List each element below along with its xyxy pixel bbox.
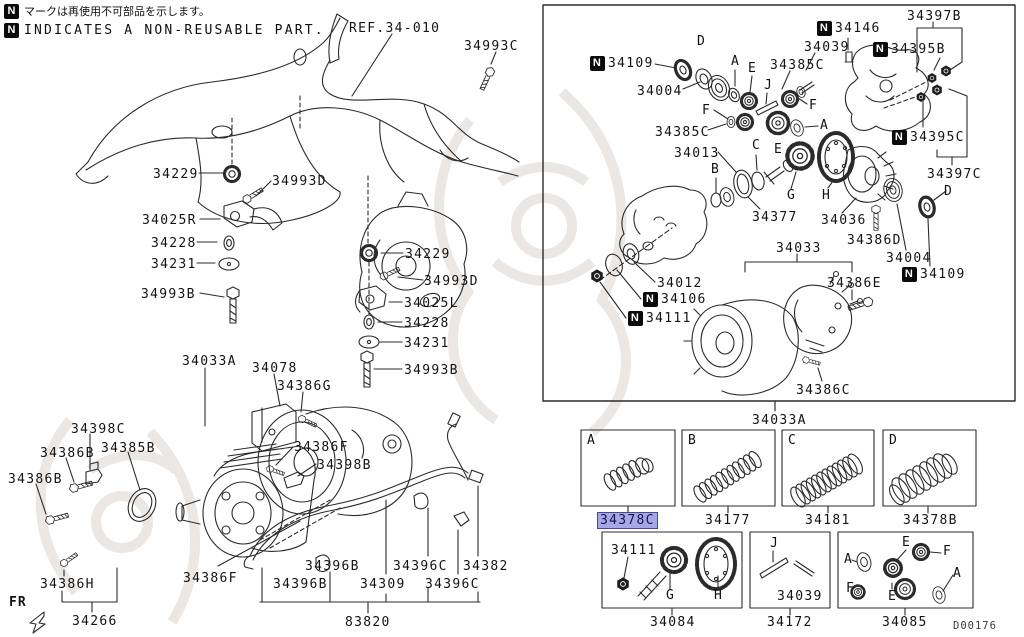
legend-note-en: N INDICATES A NON-REUSABLE PART. [4, 23, 325, 38]
exploded-view-panel-border [542, 4, 1016, 402]
legend-note-jp-text: マークは再使用不可部品を示します。 [24, 4, 210, 18]
fr-indicator: FR [9, 595, 27, 610]
left-mount-parts [196, 164, 283, 324]
coupling-carrier-assembly [35, 367, 413, 613]
background-watermark [35, 88, 631, 625]
spring-kit-panels [580, 400, 977, 514]
exploded-diff-parts [590, 21, 968, 412]
legend-note-jp: N マークは再使用不可部品を示します。 [4, 4, 210, 19]
non-reusable-badge-icon: N [4, 23, 19, 38]
gear-kit-panels [601, 531, 974, 616]
document-code: D00176 [953, 620, 997, 632]
bar-assembly [217, 412, 484, 614]
fr-direction-arrow-icon [29, 611, 46, 634]
subframe-outline [75, 13, 520, 245]
legend-note-en-text: INDICATES A NON-REUSABLE PART. [24, 23, 325, 38]
non-reusable-badge-icon: N [4, 4, 19, 19]
center-diff-parts [351, 33, 497, 388]
diagram-strokes [29, 4, 1016, 634]
